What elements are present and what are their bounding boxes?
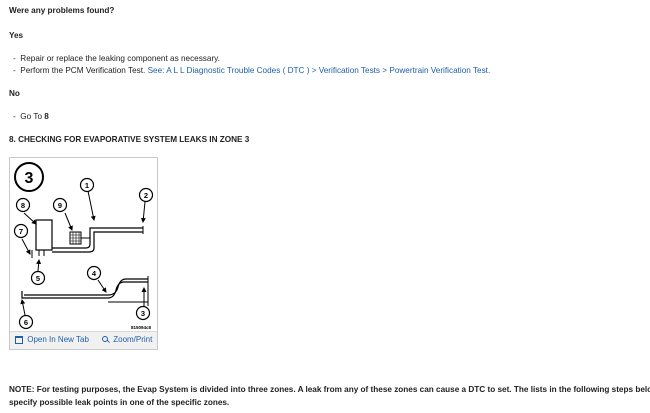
callout-6: 6 bbox=[24, 318, 28, 327]
yes-label: Yes bbox=[9, 31, 24, 40]
open-in-new-tab-button[interactable]: Open In New Tab bbox=[15, 335, 89, 344]
new-tab-icon bbox=[15, 335, 23, 344]
lower-line-b bbox=[24, 278, 148, 296]
step-8-heading: 8. CHECKING FOR EVAPORATIVE SYSTEM LEAKS… bbox=[9, 135, 250, 144]
callout-3: 3 bbox=[141, 309, 145, 318]
upper-hose-b bbox=[52, 231, 143, 253]
figure-zone-3: 3 1 2 bbox=[9, 157, 158, 350]
bullet-marker: - bbox=[13, 66, 16, 75]
verification-test-link[interactable]: See: A L L Diagnostic Trouble Codes ( DT… bbox=[147, 66, 491, 75]
callout-5: 5 bbox=[36, 274, 40, 283]
goto-step-number: 8 bbox=[44, 112, 49, 121]
callout-1: 1 bbox=[85, 181, 89, 190]
bullet-marker: - bbox=[13, 54, 16, 63]
canister-component bbox=[35, 219, 53, 251]
lower-line-a bbox=[21, 281, 148, 299]
yes-item-2: - Perform the PCM Verification Test. See… bbox=[13, 66, 490, 75]
bullet-marker: - bbox=[13, 112, 16, 121]
zoom-print-button[interactable]: Zoom/Print bbox=[102, 335, 152, 344]
no-item-1: - Go To 8 bbox=[13, 112, 49, 121]
evap-zone-3-diagram[interactable]: 3 1 2 bbox=[10, 158, 159, 334]
goto-text: Go To bbox=[20, 112, 42, 121]
note-line-1: NOTE: For testing purposes, the Evap Sys… bbox=[9, 385, 650, 394]
upper-hose-a bbox=[52, 227, 143, 249]
yes-item-1: - Repair or replace the leaking componen… bbox=[13, 54, 220, 63]
yes-item-2-text: Perform the PCM Verification Test. bbox=[20, 66, 146, 75]
magnifier-icon bbox=[102, 335, 110, 344]
figure-code: 815094c8 bbox=[131, 325, 152, 330]
yes-item-1-text: Repair or replace the leaking component … bbox=[20, 54, 220, 63]
no-label: No bbox=[9, 89, 20, 98]
figure-toolbar: Open In New Tab Zoom/Print bbox=[10, 331, 157, 349]
problems-question: Were any problems found? bbox=[9, 6, 115, 15]
zone-number-circle bbox=[14, 162, 44, 192]
callout-7: 7 bbox=[19, 227, 23, 236]
callout-8: 8 bbox=[21, 201, 25, 210]
callout-2: 2 bbox=[144, 191, 148, 200]
callout-4: 4 bbox=[92, 269, 97, 278]
callout-9: 9 bbox=[58, 201, 62, 210]
zoom-print-label: Zoom/Print bbox=[113, 335, 153, 344]
open-in-new-tab-label: Open In New Tab bbox=[27, 335, 89, 344]
note-line-2: specify possible leak points in one of t… bbox=[9, 398, 230, 407]
zone-number: 3 bbox=[25, 170, 34, 187]
